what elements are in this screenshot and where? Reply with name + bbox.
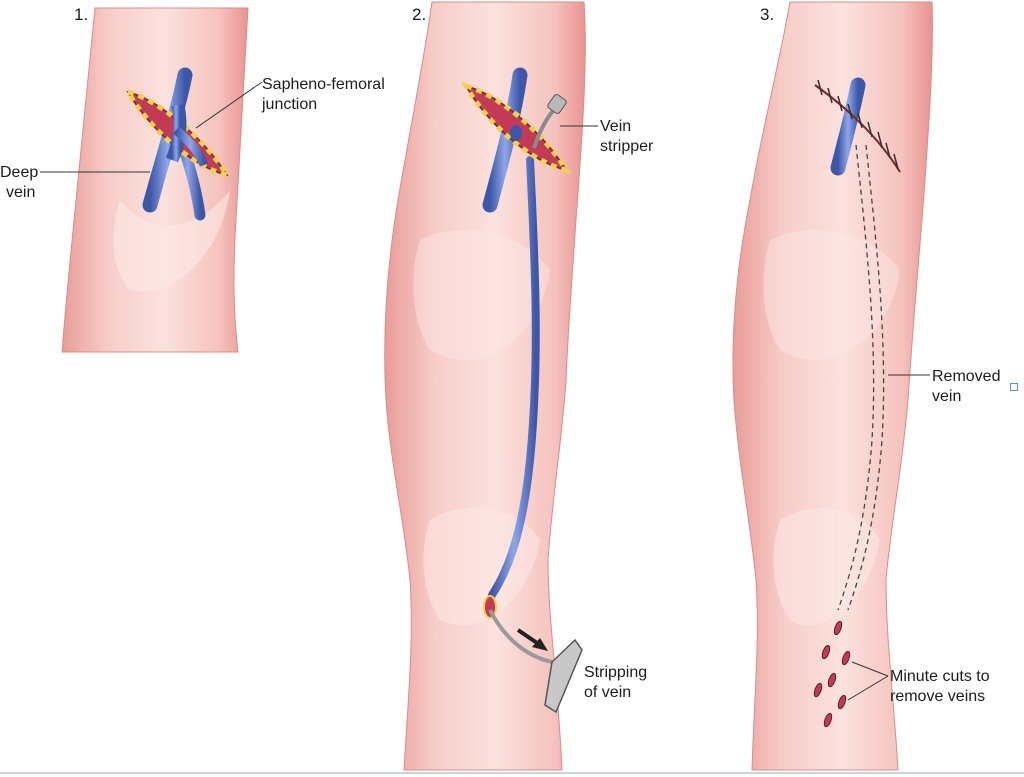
leader-lines	[847, 661, 889, 701]
thigh-highlight	[113, 190, 230, 292]
incision	[122, 88, 233, 179]
minute-cuts	[813, 620, 851, 728]
thigh-highlight	[413, 230, 550, 361]
incision	[460, 82, 572, 174]
stripper-handle	[483, 595, 583, 714]
label-removed-vein: Removed vein	[932, 368, 1005, 405]
leader-line	[195, 81, 263, 129]
vein-stripper	[532, 94, 567, 149]
divider	[0, 772, 1024, 774]
label-deep-vein: Deep vein	[0, 164, 43, 201]
leg	[732, 1, 933, 771]
sutured-incision	[814, 79, 901, 173]
label-sapheno-femoral-junction: Sapheno-femoral junction	[261, 76, 389, 113]
panel-1: 1. Sapheno-femoral junction Deep vein	[0, 5, 389, 353]
panel-number: 3.	[760, 5, 774, 24]
thigh-highlight	[763, 230, 900, 361]
resize-handle[interactable]	[1010, 383, 1018, 391]
deep-vein	[830, 77, 866, 176]
label-minute-cuts: Minute cuts to remove veins	[890, 668, 994, 705]
stripped-vein	[488, 156, 540, 599]
panel-number: 2.	[412, 5, 426, 24]
label-vein-stripper: Vein stripper	[600, 118, 654, 155]
leg	[384, 1, 586, 771]
label-stripping-of-vein: Stripping of vein	[584, 664, 652, 701]
arrow-icon	[516, 628, 548, 651]
panel-2: 2. Vein stripper Stripping of vein	[384, 1, 654, 771]
knee-highlight	[423, 508, 540, 626]
panel-number: 1.	[74, 5, 88, 24]
removed-vein-path	[837, 144, 885, 611]
panel-3: 3. Removed vein Minute cuts to remove ve…	[732, 1, 1005, 771]
